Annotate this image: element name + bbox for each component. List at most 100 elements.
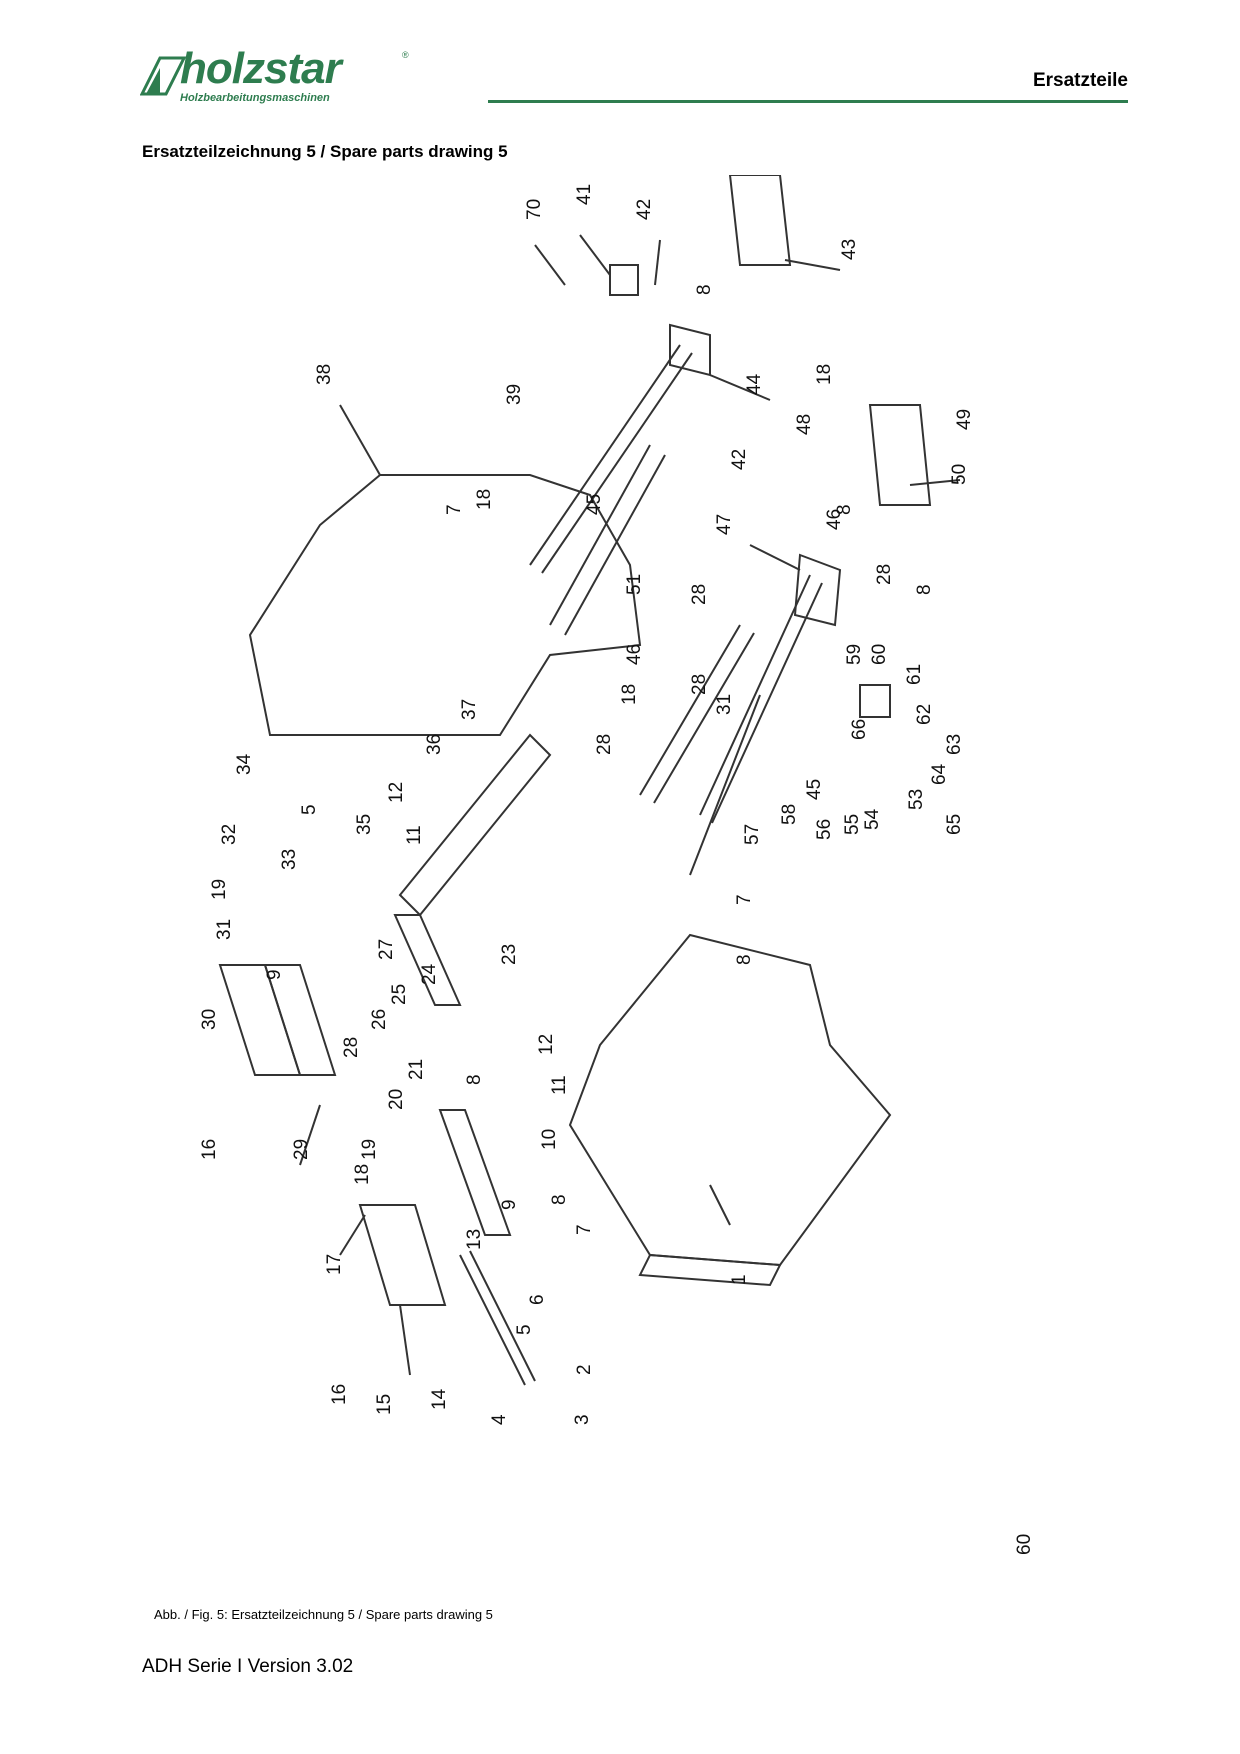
part-callout: 57	[742, 824, 763, 845]
part-callout: 16	[199, 1139, 220, 1160]
part-callout: 20	[386, 1089, 407, 1110]
part-callout: 58	[779, 804, 800, 825]
part-callout: 18	[619, 684, 640, 705]
part-callout: 28	[594, 734, 615, 755]
logo-subtitle: Holzbearbeitungsmaschinen	[180, 92, 330, 104]
part-callout: 9	[264, 969, 285, 980]
part-callout: 8	[694, 284, 715, 295]
figure-caption: Abb. / Fig. 5: Ersatzteilzeichnung 5 / S…	[154, 1607, 493, 1622]
part-callout: 51	[624, 574, 645, 595]
part-callout: 56	[814, 819, 835, 840]
part-callout: 18	[474, 489, 495, 510]
part-callout: 8	[549, 1194, 570, 1205]
part-callout: 9	[499, 1199, 520, 1210]
part-callout: 11	[404, 825, 425, 845]
part-callout: 50	[949, 464, 970, 485]
part-callout: 48	[794, 414, 815, 435]
part-callout: 6	[527, 1294, 548, 1305]
part-callout: 4	[489, 1414, 510, 1425]
part-callout: 8	[834, 504, 855, 515]
part-callout: 41	[574, 184, 595, 205]
part-callout: 24	[419, 963, 440, 985]
part-callout: 42	[729, 449, 750, 470]
section-title: Ersatzteile	[1032, 70, 1128, 91]
part-callout: 7	[734, 894, 755, 905]
part-callout: 10	[539, 1129, 560, 1150]
part-callout: 47	[714, 514, 735, 535]
part-callout: 14	[429, 1388, 450, 1410]
part-callout: 23	[499, 944, 520, 965]
part-callout: 63	[944, 734, 965, 755]
part-callout: 28	[689, 584, 710, 605]
holzstar-logo: holzstar ® Holzbearbeitungsmaschinen	[140, 44, 420, 108]
part-callout: 31	[714, 694, 735, 715]
part-callout: 55	[842, 814, 863, 835]
part-callout: 45	[804, 779, 825, 800]
part-callout: 38	[314, 364, 335, 385]
part-callout: 5	[514, 1324, 535, 1335]
part-callout: 3	[572, 1414, 593, 1425]
part-callout: 7	[444, 504, 465, 515]
part-callout: 11	[549, 1075, 570, 1095]
logo-mark-icon	[140, 56, 186, 96]
part-callout: 27	[376, 939, 397, 960]
part-callout: 19	[209, 879, 230, 900]
part-callout: 8	[464, 1074, 485, 1085]
part-callout: 12	[386, 782, 407, 803]
part-callout: 25	[389, 984, 410, 1005]
drawing-linework	[218, 175, 961, 1386]
part-callout: 64	[929, 763, 950, 785]
part-callout: 42	[634, 199, 655, 220]
logo-registered-mark: ®	[402, 50, 409, 60]
part-callout: 46	[824, 509, 845, 530]
part-callout: 12	[536, 1034, 557, 1055]
part-callout: 62	[914, 704, 935, 725]
part-callout: 28	[341, 1037, 362, 1058]
part-callout: 66	[849, 719, 870, 740]
part-callout: 28	[689, 674, 710, 695]
part-callout: 59	[844, 644, 865, 665]
part-callout: 26	[369, 1009, 390, 1030]
logo-wordmark: holzstar	[180, 44, 342, 93]
part-callout: 32	[219, 824, 240, 845]
part-callout: 31	[214, 919, 235, 940]
part-callout: 18	[352, 1164, 373, 1185]
part-callout: 53	[906, 789, 927, 810]
part-callout: 19	[359, 1139, 380, 1160]
part-callout: 34	[234, 753, 255, 775]
part-callout: 8	[734, 954, 755, 965]
part-callout: 60	[1014, 1534, 1035, 1555]
header-divider	[488, 100, 1128, 103]
part-callout: 54	[862, 808, 883, 830]
part-callout: 2	[574, 1364, 595, 1375]
page-heading: Ersatzteilzeichnung 5 / Spare parts draw…	[142, 142, 508, 161]
part-callout: 29	[291, 1139, 312, 1160]
part-callout: 21	[406, 1059, 427, 1080]
part-callout: 43	[839, 239, 860, 260]
part-callout: 28	[874, 564, 895, 585]
part-callout: 45	[584, 494, 605, 515]
part-callout: 44	[744, 373, 765, 395]
part-callout: 61	[904, 664, 925, 685]
part-callout: 30	[199, 1009, 220, 1030]
part-callout: 33	[279, 849, 300, 870]
part-callout: 8	[914, 584, 935, 595]
part-callout: 35	[354, 814, 375, 835]
part-callout: 1	[729, 1274, 750, 1285]
part-callout: 60	[869, 644, 890, 665]
part-callout: 65	[944, 814, 965, 835]
part-callout: 46	[624, 644, 645, 665]
part-callout: 39	[504, 384, 525, 405]
part-callout: 7	[574, 1224, 595, 1235]
part-callout: 5	[299, 804, 320, 815]
part-callout: 13	[464, 1229, 485, 1250]
part-callout: 36	[424, 734, 445, 755]
part-callout: 18	[814, 364, 835, 385]
part-callout: 49	[954, 409, 975, 430]
part-callout: 17	[324, 1254, 345, 1275]
part-callout: 16	[329, 1384, 350, 1405]
part-callout: 15	[374, 1394, 395, 1415]
